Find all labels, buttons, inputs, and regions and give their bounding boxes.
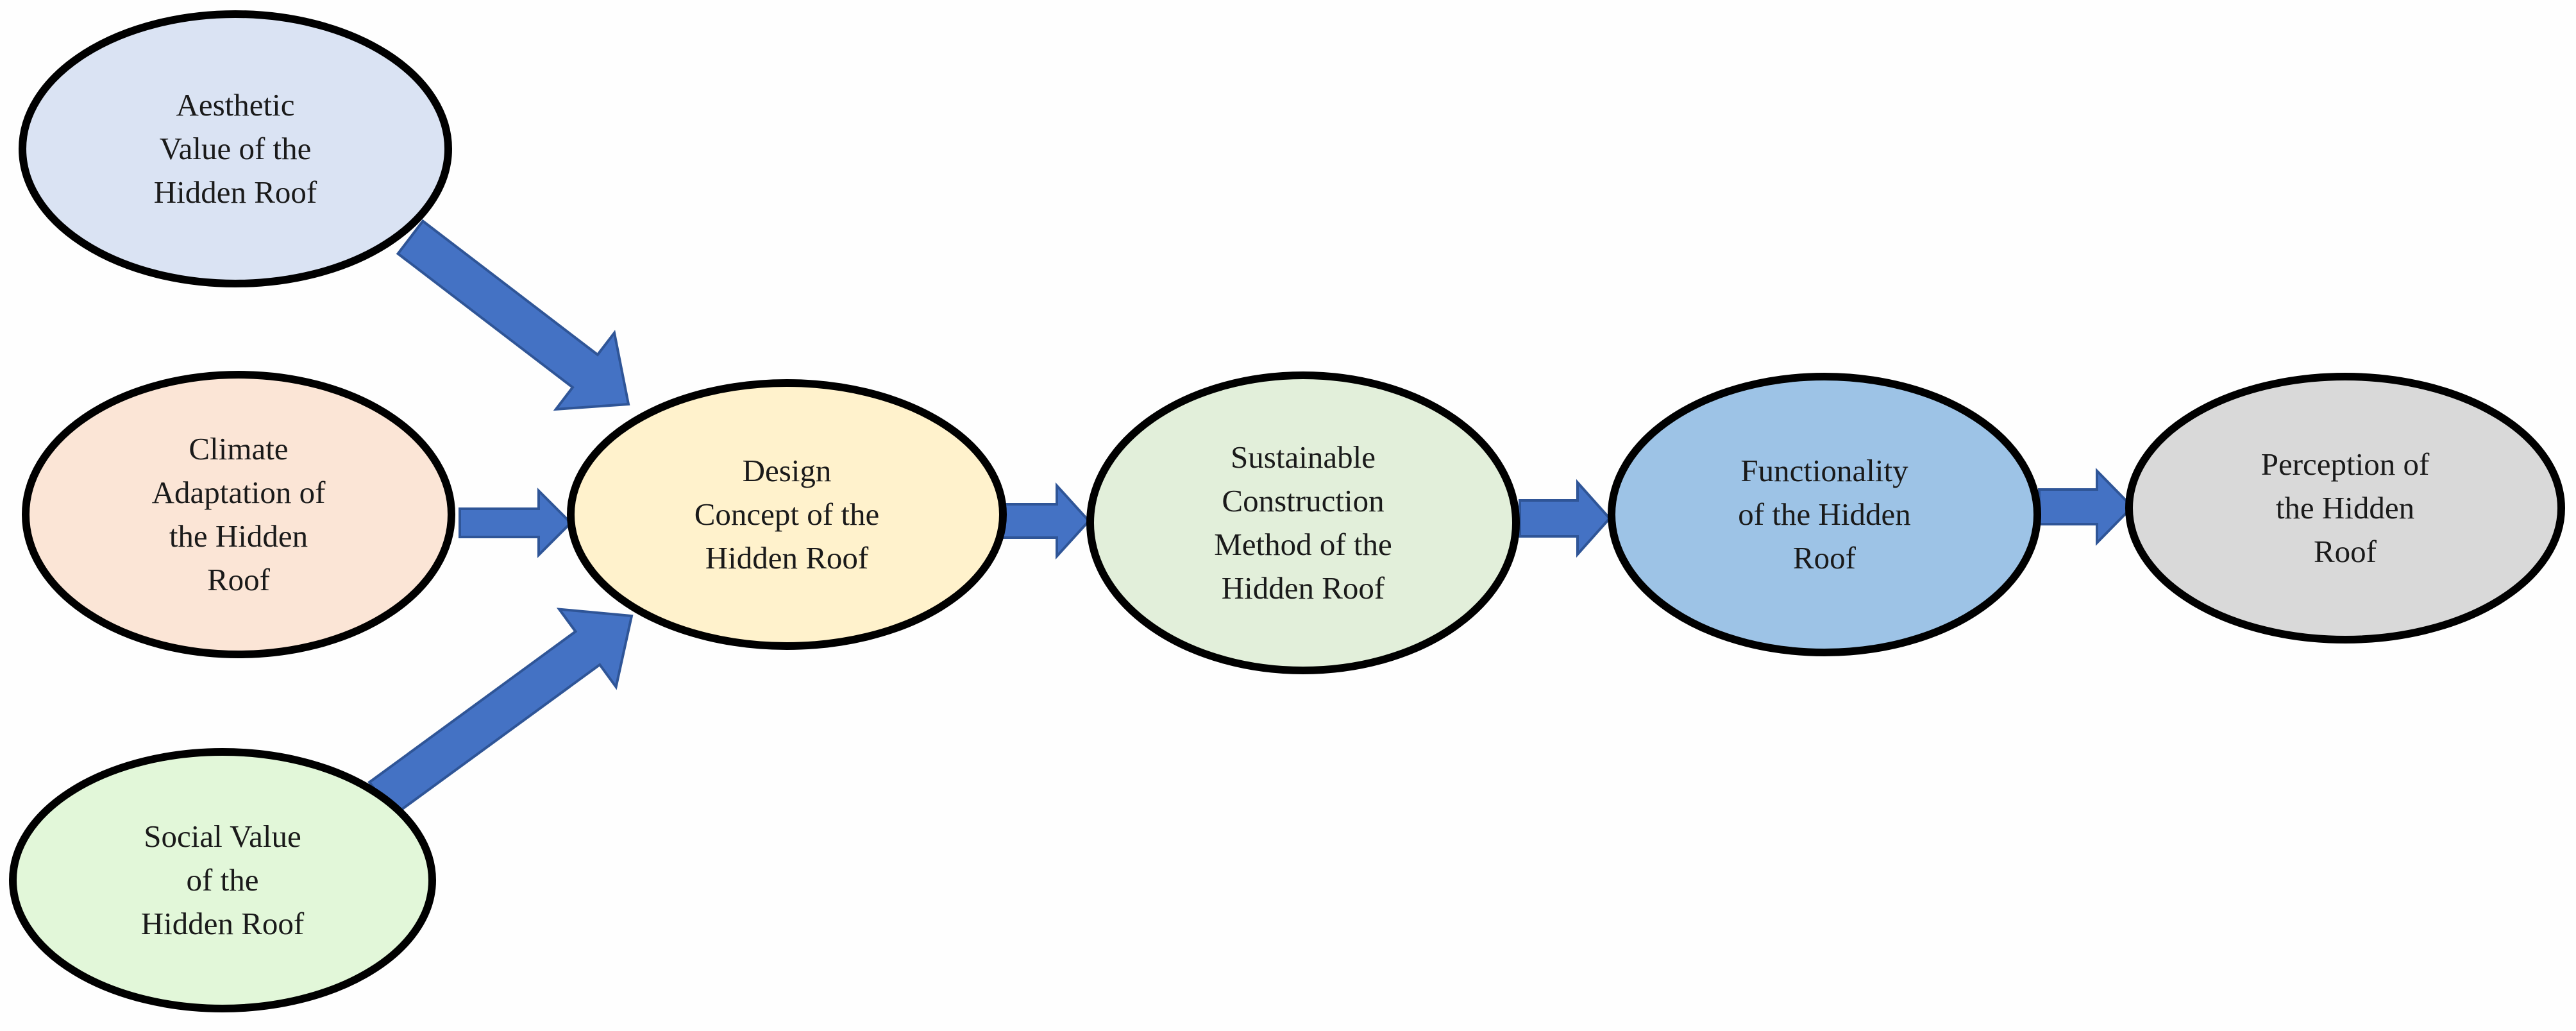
node-climate-ellipse <box>22 371 455 658</box>
node-climate-label-line: Roof <box>207 562 271 597</box>
node-design-label-line: Concept of the <box>695 497 879 532</box>
node-social-label-line: Hidden Roof <box>141 906 305 941</box>
node-perception-label-line: the Hidden <box>2276 490 2414 525</box>
node-perception-ellipse <box>2125 373 2565 643</box>
node-aesthetic-label-line: Aesthetic <box>176 87 294 123</box>
arrows-layer <box>367 219 2134 817</box>
node-functionality-label-line: of the Hidden <box>1738 497 1910 532</box>
node-sustainable-ellipse <box>1086 371 1520 674</box>
arrow-design-to-sustainable <box>1001 482 1091 560</box>
node-functionality-label-line: Functionality <box>1740 453 1908 488</box>
node-climate-label-line: the Hidden <box>169 518 308 554</box>
node-sustainable-label-line: Method of the <box>1214 527 1392 562</box>
node-functionality-label-line: Roof <box>1793 540 1856 575</box>
node-social-label-line: of the <box>187 862 259 898</box>
arrow-sustainable-to-functionality <box>1519 479 1612 558</box>
arrow-functionality-to-perception <box>2038 468 2134 546</box>
node-aesthetic-label-line: Hidden Roof <box>154 175 317 210</box>
node-social-ellipse <box>9 748 436 1012</box>
node-sustainable-label-line: Hidden Roof <box>1222 570 1385 606</box>
arrow-social-to-design <box>367 608 634 817</box>
node-sustainable-label-line: Sustainable <box>1231 439 1376 475</box>
node-perception-label-line: Roof <box>2314 534 2377 569</box>
arrow-aesthetic-to-design <box>396 219 630 411</box>
node-design-label-line: Design <box>743 453 832 488</box>
node-climate-label-line: Climate <box>189 431 288 466</box>
node-sustainable-label-line: Construction <box>1222 483 1384 518</box>
node-design-label-line: Hidden Roof <box>705 540 869 575</box>
arrow-climate-to-design <box>459 488 573 558</box>
node-functionality-ellipse <box>1608 373 2041 656</box>
node-perception-label-line: Perception of <box>2261 447 2430 482</box>
node-climate-label-line: Adaptation of <box>152 475 326 510</box>
node-social-label-line: Social Value <box>144 819 301 854</box>
node-aesthetic-label-line: Value of the <box>160 131 312 166</box>
node-design-ellipse <box>567 379 1007 650</box>
node-aesthetic-ellipse <box>19 10 452 287</box>
